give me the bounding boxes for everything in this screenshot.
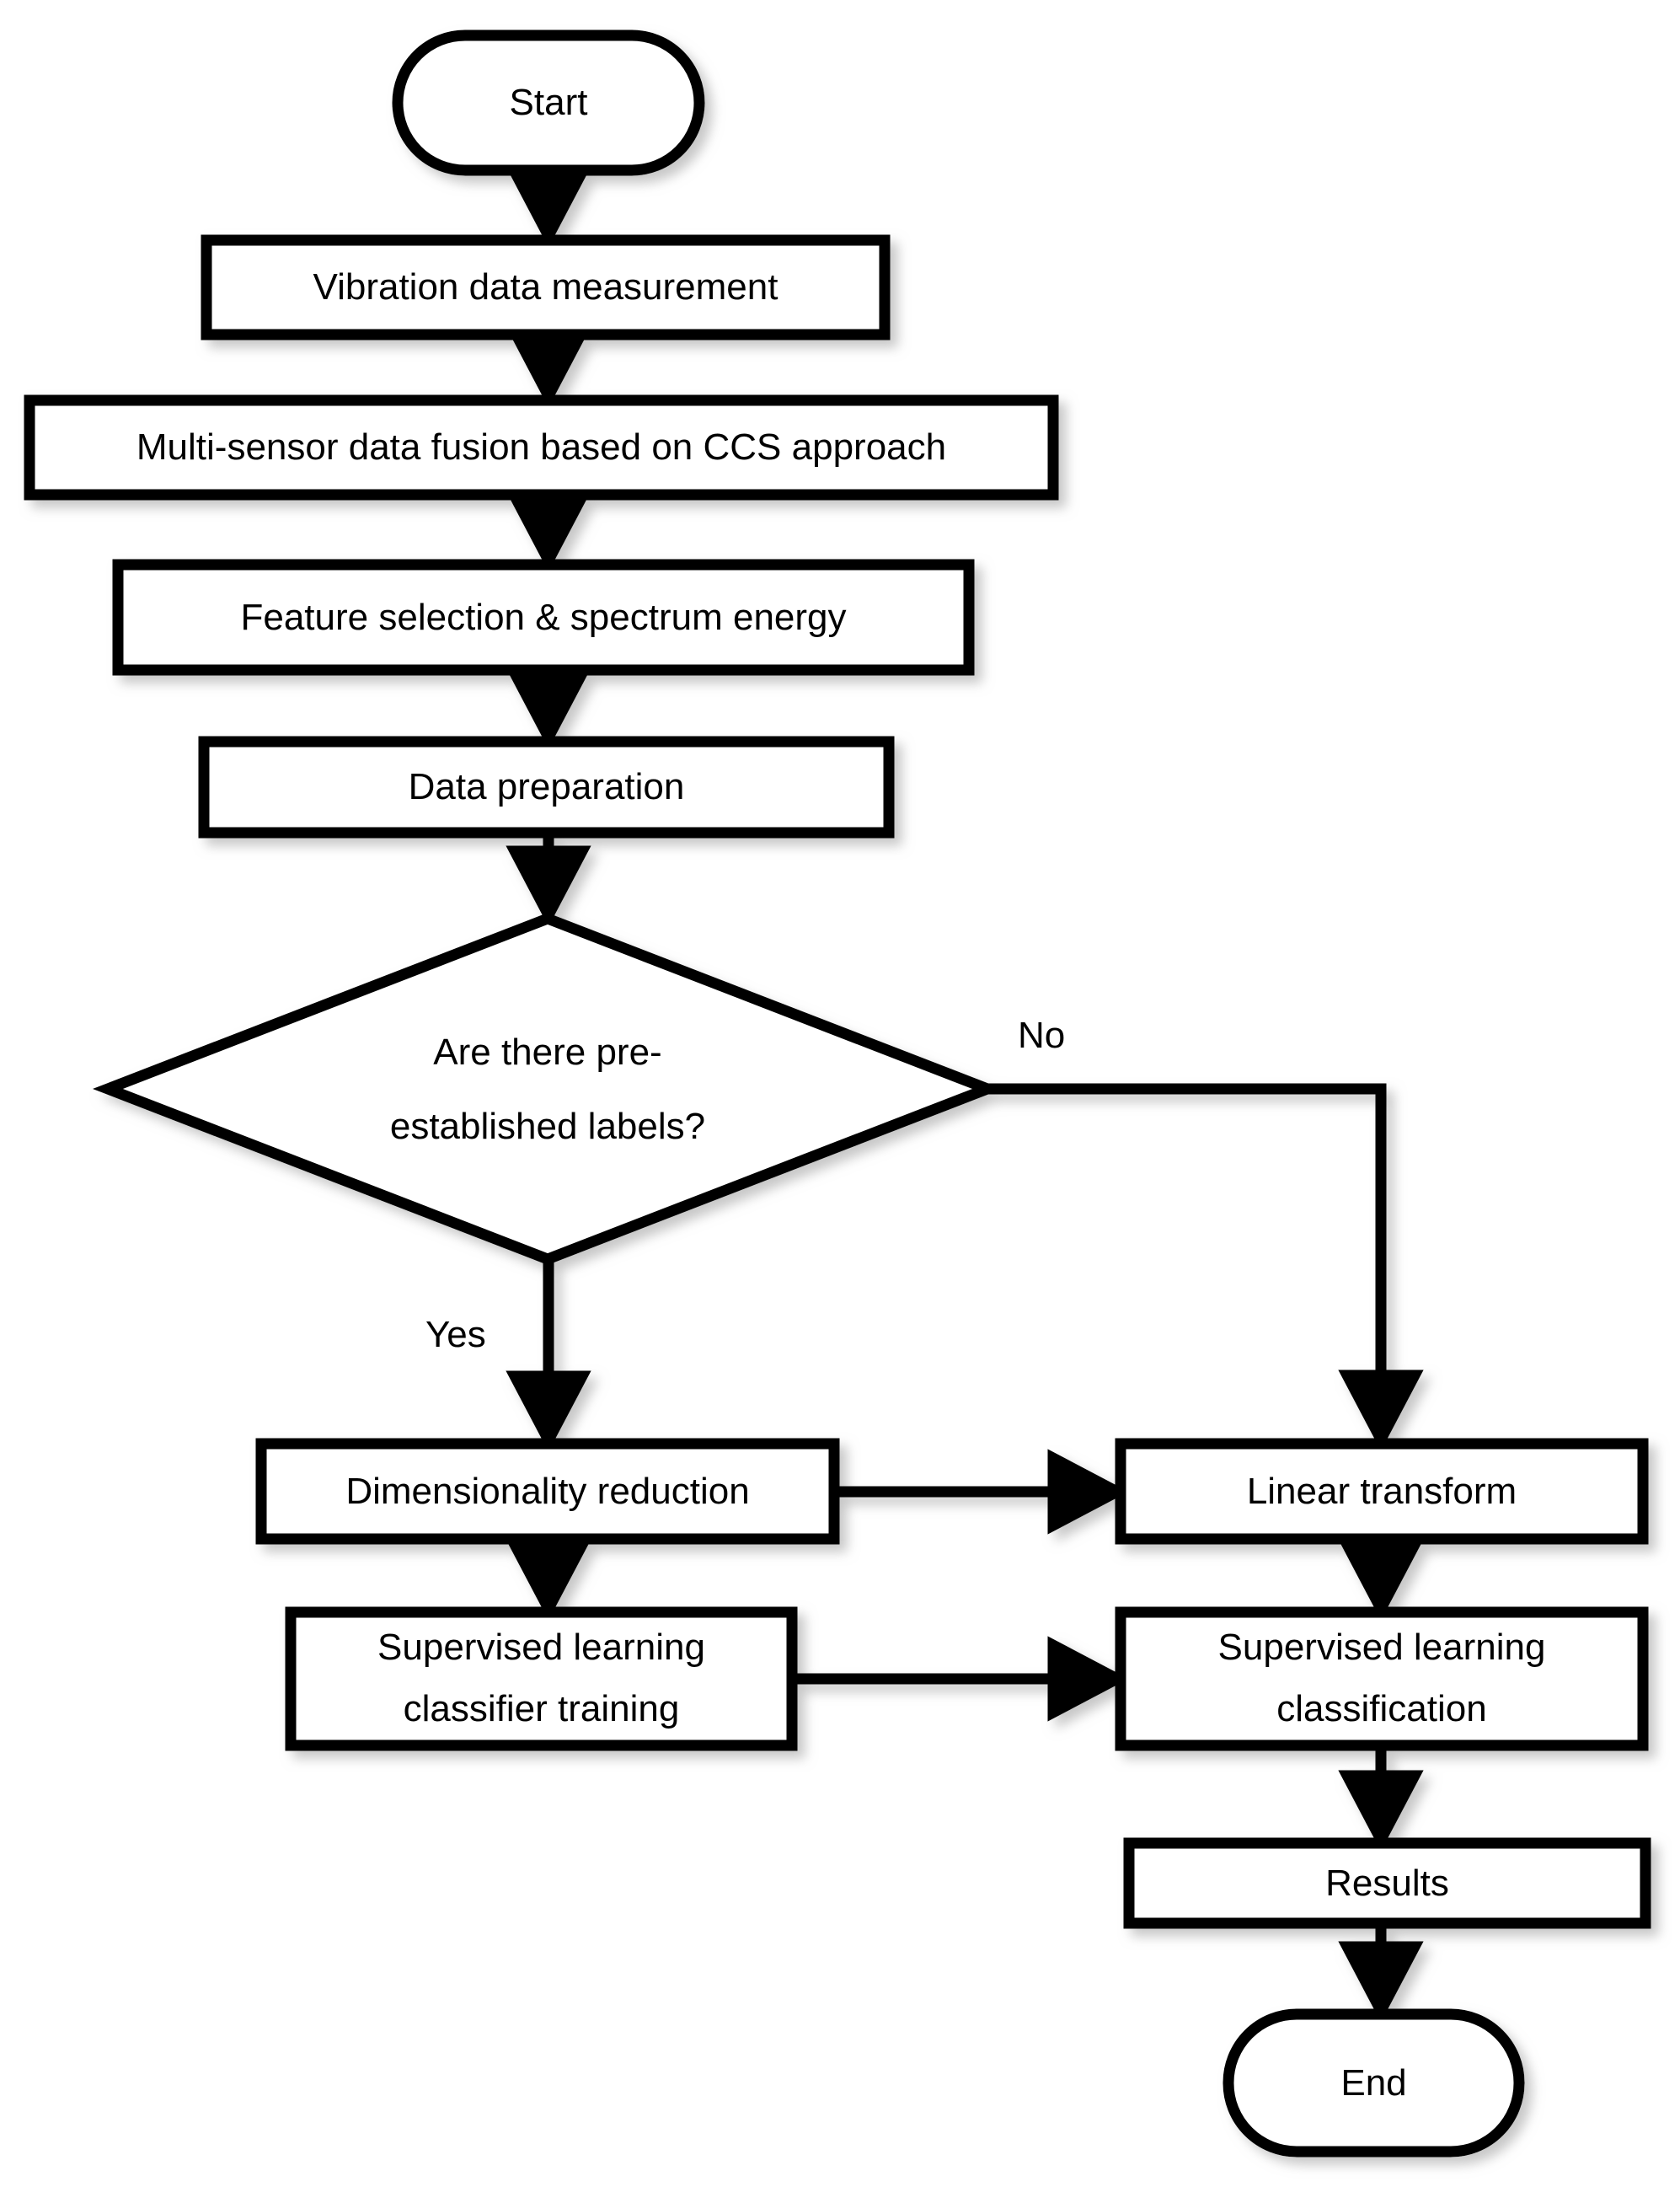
- edge-label-yes: Yes: [425, 1314, 486, 1355]
- node-feature-selection-shape[interactable]: [112, 559, 975, 676]
- node-supervised-learning-classification-shape[interactable]: [1115, 1606, 1649, 1751]
- node-pre-established-labels-decision-shape[interactable]: [92, 913, 1003, 1265]
- node-multi-sensor-data-fusion-shape[interactable]: [24, 394, 1059, 501]
- edge-label-no: No: [1018, 1015, 1066, 1056]
- node-dimensionality-reduction-shape[interactable]: [255, 1438, 840, 1545]
- node-data-preparation-shape[interactable]: [198, 736, 895, 839]
- node-results-shape[interactable]: [1123, 1837, 1651, 1929]
- node-vibration-data-measurement-shape[interactable]: [201, 234, 891, 340]
- node-supervised-learning-classifier-training-shape[interactable]: [285, 1606, 798, 1751]
- node-start-shape[interactable]: [392, 29, 705, 176]
- node-linear-transform-shape[interactable]: [1115, 1438, 1649, 1545]
- edge-decision-no-to-linear: [987, 1083, 1424, 1451]
- node-end-shape[interactable]: [1223, 2008, 1525, 2158]
